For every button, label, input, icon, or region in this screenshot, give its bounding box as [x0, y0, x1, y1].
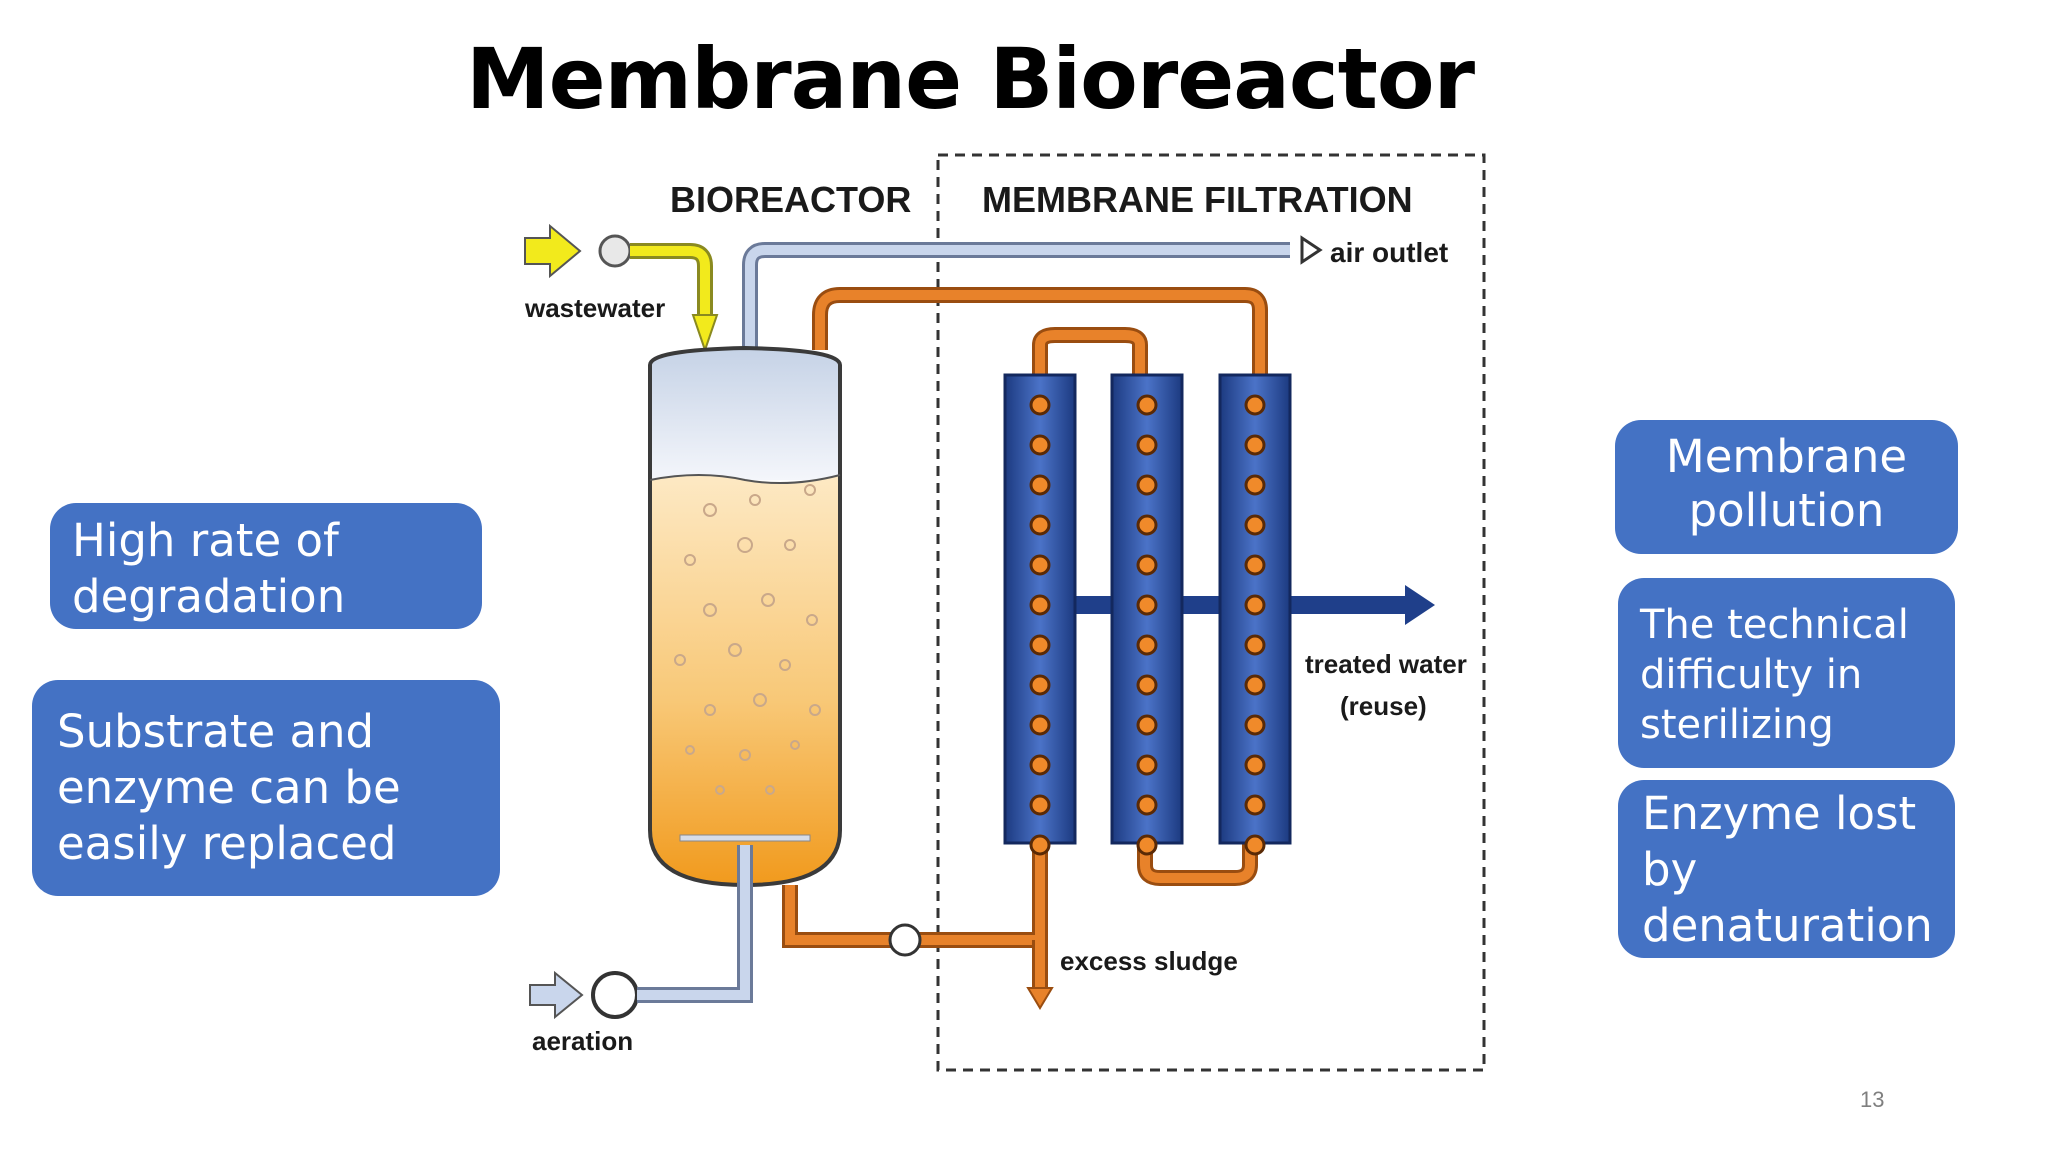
membrane-fiber-bead [1136, 834, 1158, 856]
membrane-fiber-bead [1136, 594, 1158, 616]
membrane-fiber-bead [1244, 834, 1266, 856]
disadvantage-technical-box: The technical difficulty in sterilizing [1618, 578, 1955, 768]
membrane-fiber-bead [1136, 474, 1158, 496]
membrane-fiber-bead [1244, 394, 1266, 416]
membrane-fiber-bead [1029, 834, 1051, 856]
membrane-filtration-heading: MEMBRANE FILTRATION [982, 179, 1413, 220]
page-number: 13 [1860, 1087, 1885, 1112]
membrane-fiber-bead [1136, 674, 1158, 696]
box-line: The technical [1640, 602, 1909, 648]
membrane-fiber-bead [1244, 794, 1266, 816]
box-line: denaturation [1642, 899, 1933, 952]
membrane-fiber-bead [1029, 754, 1051, 776]
membrane-fiber-bead [1029, 674, 1051, 696]
air-outlet-arrow-icon [1300, 235, 1323, 265]
box-line: easily replaced [57, 817, 397, 870]
box-line: High rate of [72, 514, 339, 567]
box-line: degradation [72, 570, 346, 623]
box-line: pollution [1688, 484, 1885, 537]
membrane-fiber-bead [1136, 794, 1158, 816]
wastewater-label: wastewater [524, 293, 665, 323]
membrane-fiber-bead [1244, 554, 1266, 576]
box-line: sterilizing [1640, 702, 1834, 748]
disadvantage-enzyme-box: Enzyme lost by denaturation [1618, 780, 1955, 958]
membrane-fiber-bead [1244, 674, 1266, 696]
aeration-blower-icon [591, 971, 639, 1019]
membrane-fiber-bead [1029, 714, 1051, 736]
air-outlet-label: air outlet [1330, 237, 1448, 268]
box-line: Membrane [1665, 430, 1908, 483]
box-line: difficulty in [1640, 652, 1863, 698]
membrane-fiber-bead [1136, 554, 1158, 576]
reuse-label: (reuse) [1340, 691, 1427, 721]
aeration-label: aeration [532, 1026, 633, 1056]
membrane-bioreactor-diagram: BIOREACTOR MEMBRANE FILTRATION air outle… [524, 153, 1486, 1072]
sludge-pump-icon [888, 923, 922, 957]
membrane-fiber-bead [1244, 594, 1266, 616]
advantage-high-rate-box: High rate of degradation [50, 503, 482, 629]
membrane-fiber-bead [1244, 514, 1266, 536]
membrane-fiber-bead [1029, 514, 1051, 536]
membrane-section-frame [936, 153, 1486, 1072]
membrane-fiber-bead [1244, 434, 1266, 456]
membrane-fiber-bead [1136, 434, 1158, 456]
advantage-substrate-box: Substrate and enzyme can be easily repla… [32, 680, 500, 896]
membrane-fiber-bead [1136, 754, 1158, 776]
membrane-fiber-bead [1029, 794, 1051, 816]
wastewater-inlet-arrow-icon [524, 223, 582, 279]
wastewater-pump-icon [598, 234, 632, 268]
membrane-fiber-bead [1244, 474, 1266, 496]
membrane-fiber-bead [1029, 434, 1051, 456]
slide-title: Membrane Bioreactor [465, 30, 1475, 128]
membrane-fiber-bead [1029, 634, 1051, 656]
treated-water-label: treated water [1305, 649, 1467, 679]
box-line: Enzyme lost [1642, 787, 1917, 840]
membrane-fiber-bead [1136, 634, 1158, 656]
membrane-fiber-bead [1244, 634, 1266, 656]
membrane-fiber-bead [1244, 714, 1266, 736]
excess-sludge-arrow-icon [1026, 987, 1054, 1010]
disadvantage-membrane-box: Membrane pollution [1615, 420, 1958, 554]
membrane-fiber-bead [1029, 594, 1051, 616]
membrane-fiber-bead [1029, 394, 1051, 416]
excess-sludge-label: excess sludge [1060, 946, 1238, 976]
bioreactor-heading: BIOREACTOR [670, 179, 911, 220]
membrane-columns [1003, 373, 1292, 856]
box-line: Substrate and [57, 705, 375, 758]
membrane-fiber-bead [1136, 714, 1158, 736]
treated-water-arrow-icon [1405, 585, 1435, 625]
membrane-fiber-bead [1029, 554, 1051, 576]
membrane-fiber-bead [1244, 754, 1266, 776]
box-line: by [1642, 843, 1698, 896]
membrane-fiber-bead [1136, 514, 1158, 536]
bioreactor-vessel [648, 345, 842, 888]
aeration-inlet-arrow-icon [529, 970, 584, 1020]
box-line: enzyme can be [57, 761, 401, 814]
membrane-fiber-bead [1136, 394, 1158, 416]
membrane-fiber-bead [1029, 474, 1051, 496]
